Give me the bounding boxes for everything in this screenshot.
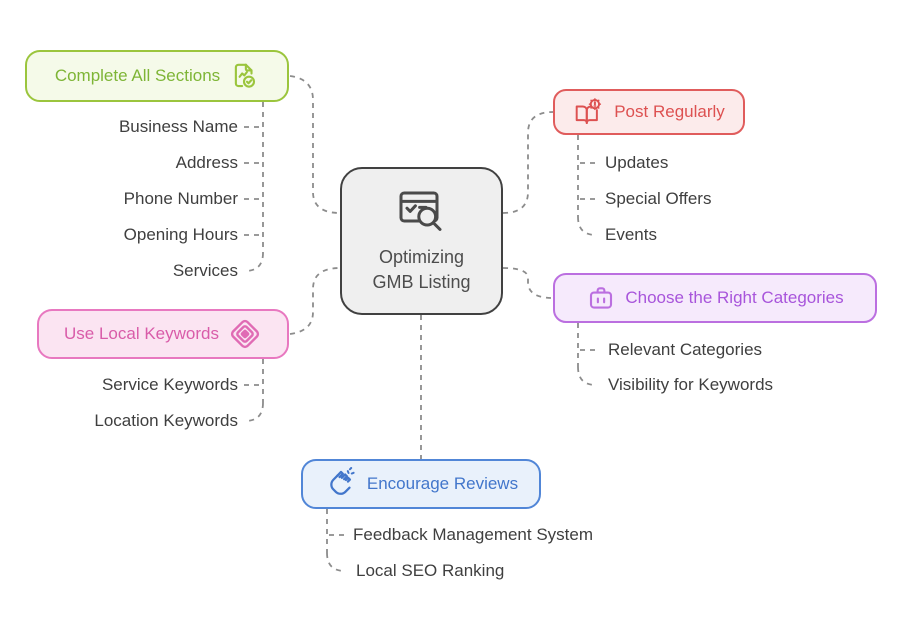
center-label-line2: GMB Listing	[372, 272, 471, 292]
child-services: Services	[172, 261, 238, 280]
green-children-trunk	[244, 102, 264, 272]
branch-label: Complete All Sections	[54, 66, 221, 85]
nested-diamonds-icon	[228, 317, 262, 351]
red-child-stubs	[580, 162, 597, 200]
connector-green-to-center	[289, 75, 341, 214]
branch-label: Post Regularly	[614, 102, 725, 121]
open-book-alert-icon	[573, 97, 605, 127]
red-children-trunk	[577, 135, 597, 236]
branch-choose-right-categories: Choose the Right Categories	[553, 273, 877, 323]
child-phone-number: Phone Number	[123, 189, 238, 208]
child-opening-hours: Opening Hours	[123, 225, 238, 244]
connector-pink-to-center	[289, 267, 341, 335]
branch-encourage-reviews: Encourage Reviews	[301, 459, 541, 509]
briefcase-icon	[586, 283, 616, 313]
center-label-line1: Optimizing	[378, 247, 464, 268]
child-updates: Updates	[605, 153, 669, 172]
branch-post-regularly: Post Regularly	[553, 89, 745, 135]
connector-center-to-red	[502, 111, 554, 214]
document-check-icon	[229, 61, 259, 91]
child-business-name: Business Name	[118, 117, 238, 136]
green-child-stubs	[244, 126, 261, 236]
blue-children-trunk	[326, 509, 346, 572]
browser-checklist-search-icon	[393, 187, 451, 239]
clapping-hands-icon	[324, 467, 358, 501]
center-node-optimizing-gmb-listing: Optimizing GMB Listing	[340, 167, 503, 315]
child-events: Events	[605, 225, 657, 244]
child-service-keywords: Service Keywords	[101, 375, 238, 394]
child-address: Address	[175, 153, 238, 172]
child-feedback-management-system: Feedback Management System	[353, 525, 594, 544]
child-visibility-for-keywords: Visibility for Keywords	[608, 375, 774, 394]
child-special-offers: Special Offers	[605, 189, 712, 208]
child-local-seo-ranking: Local SEO Ranking	[356, 561, 505, 580]
branch-label: Encourage Reviews	[366, 474, 519, 493]
connector-center-to-purple	[502, 267, 554, 299]
branch-use-local-keywords: Use Local Keywords	[37, 309, 289, 359]
branch-complete-all-sections: Complete All Sections	[25, 50, 289, 102]
purple-children-trunk	[577, 323, 597, 386]
pink-children-trunk	[244, 359, 264, 422]
branch-label: Choose the Right Categories	[625, 288, 844, 307]
branch-label: Use Local Keywords	[64, 324, 219, 343]
child-relevant-categories: Relevant Categories	[608, 340, 763, 359]
child-location-keywords: Location Keywords	[94, 411, 238, 430]
